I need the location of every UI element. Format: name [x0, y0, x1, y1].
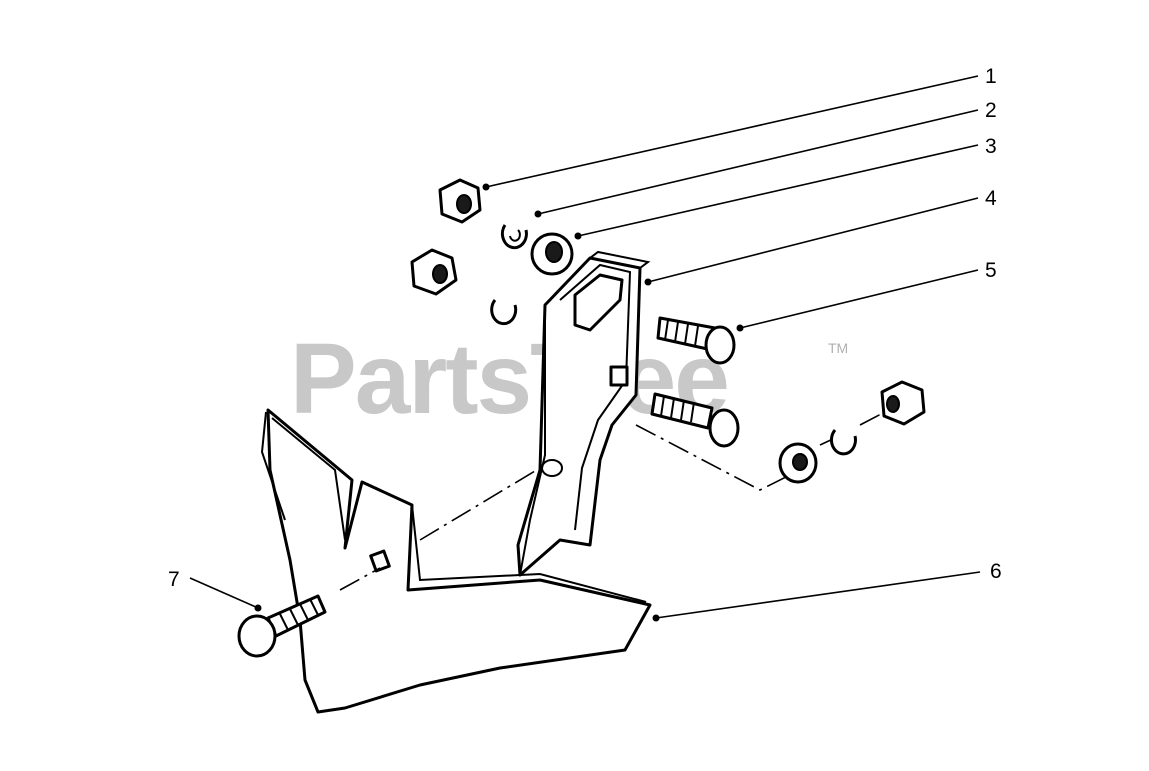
callout-4: 4 — [985, 187, 997, 210]
part-5-carriage-bolt-lower — [650, 392, 740, 448]
part-7-carriage-bolt — [237, 594, 327, 658]
part-4-square-hole — [609, 365, 629, 387]
part-3-flat-washer-right — [778, 442, 818, 484]
callout-6: 6 — [990, 560, 1002, 583]
callout-2: 2 — [985, 99, 997, 122]
part-5-carriage-bolt-upper — [656, 316, 736, 365]
part-6-square-hole — [369, 549, 391, 573]
part-4-slot — [573, 273, 624, 332]
callout-7: 7 — [168, 568, 180, 591]
part-1-hex-nut-right — [880, 380, 926, 426]
part-4-bracket — [516, 250, 651, 577]
part-1-hex-nut-upper — [438, 178, 482, 224]
part-2-lock-washer-upper — [500, 224, 528, 250]
trademark-symbol: TM — [828, 340, 849, 356]
assembly-center-lines — [339, 411, 886, 591]
part-3-flat-washer — [530, 232, 574, 276]
callout-5: 5 — [985, 259, 997, 282]
callout-leader-lines — [189, 75, 981, 622]
callout-1: 1 — [985, 65, 997, 88]
part-1-hex-nut-lower — [410, 248, 458, 296]
part-2-lock-washer-right — [830, 429, 857, 456]
callout-3: 3 — [985, 135, 997, 158]
part-2-lock-washer-lower — [490, 299, 518, 326]
